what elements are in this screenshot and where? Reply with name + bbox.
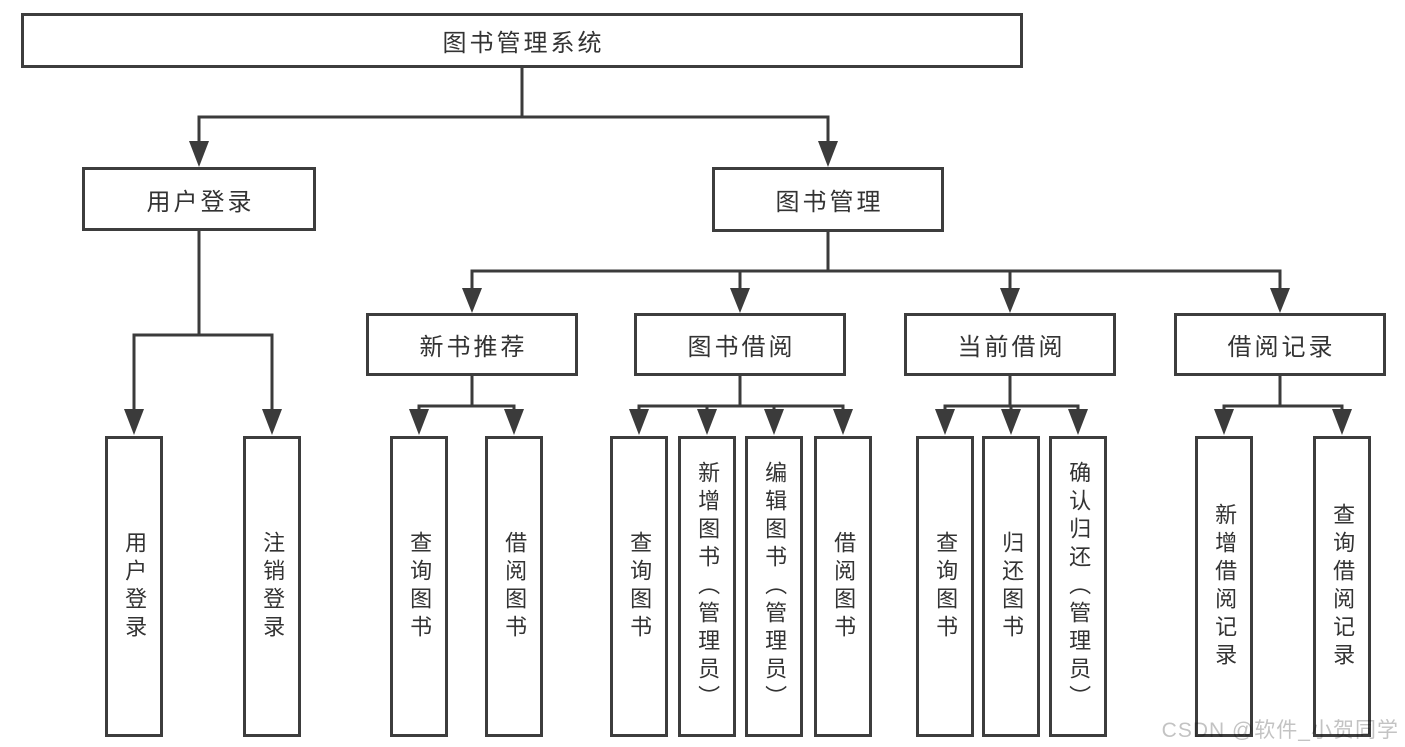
node-label: 查询图书: [627, 530, 653, 643]
leaf-confirm-return-admin: 确认归还（管理员）: [1049, 436, 1107, 737]
arrow-down-icon: [189, 141, 209, 167]
arrow-down-icon: [764, 409, 784, 435]
arrow-down-icon: [124, 409, 144, 435]
leaf-return-book: 归还图书: [982, 436, 1040, 737]
arrow-down-icon: [409, 409, 429, 435]
arrow-down-icon: [1001, 409, 1021, 435]
csdn-watermark: CSDN @软件_小贺同学: [1161, 719, 1399, 742]
leaf-add-borrow-record: 新增借阅记录: [1195, 436, 1253, 737]
leaf-logout: 注销登录: [243, 436, 301, 737]
node-label: 图书管理: [775, 189, 884, 216]
arrow-down-icon: [629, 409, 649, 435]
arrow-down-icon: [262, 409, 282, 435]
leaf-borrow-books-recommend: 借阅图书: [485, 436, 543, 737]
node-label: 注销登录: [260, 530, 286, 643]
arrow-down-icon: [1270, 288, 1290, 313]
node-label: 借阅图书: [831, 530, 857, 643]
arrow-down-icon: [1214, 409, 1234, 435]
node-book-borrowing: 图书借阅: [634, 313, 846, 376]
arrow-down-icon: [462, 288, 482, 313]
node-label: 归还图书: [999, 530, 1025, 643]
arrow-down-icon: [697, 409, 717, 435]
arrow-down-icon: [833, 409, 853, 435]
node-label: 编辑图书（管理员）: [762, 460, 788, 713]
node-label: 新增借阅记录: [1212, 502, 1238, 671]
node-label: 借阅记录: [1227, 334, 1336, 361]
node-new-book-recommend: 新书推荐: [366, 313, 578, 376]
node-label: 新增图书（管理员）: [695, 460, 721, 713]
node-label: 用户登录: [122, 530, 148, 643]
node-label: 确认归还（管理员）: [1066, 460, 1092, 713]
node-book-management: 图书管理: [712, 167, 944, 232]
node-label: 查询图书: [933, 530, 959, 643]
node-user-login: 用户登录: [82, 167, 316, 231]
arrow-down-icon: [1000, 288, 1020, 313]
node-label: 查询图书: [407, 530, 433, 643]
arrow-down-icon: [935, 409, 955, 435]
arrow-down-icon: [730, 288, 750, 313]
leaf-edit-book-admin: 编辑图书（管理员）: [745, 436, 803, 737]
leaf-borrow-books-borrowing: 借阅图书: [814, 436, 872, 737]
arrow-down-icon: [1332, 409, 1352, 435]
leaf-user-login: 用户登录: [105, 436, 163, 737]
arrowhead-icons: [124, 141, 1352, 435]
node-current-borrowing: 当前借阅: [904, 313, 1116, 376]
arrow-down-icon: [504, 409, 524, 435]
node-label: 新书推荐: [419, 334, 528, 361]
leaf-query-books-borrowing: 查询图书: [610, 436, 668, 737]
leaf-query-books-recommend: 查询图书: [390, 436, 448, 737]
node-borrowing-records: 借阅记录: [1174, 313, 1386, 376]
arrow-down-icon: [818, 141, 838, 167]
leaf-query-books-current: 查询图书: [916, 436, 974, 737]
leaf-query-borrow-record: 查询借阅记录: [1313, 436, 1371, 737]
node-label: 图书借阅: [687, 334, 796, 361]
arrow-down-icon: [1068, 409, 1088, 435]
node-label: 图书管理系统: [442, 30, 605, 57]
node-label: 当前借阅: [957, 334, 1066, 361]
node-label: 查询借阅记录: [1330, 502, 1356, 671]
node-label: 用户登录: [146, 188, 255, 216]
node-label: 借阅图书: [502, 530, 528, 643]
leaf-add-book-admin: 新增图书（管理员）: [678, 436, 736, 737]
node-system-root: 图书管理系统: [21, 13, 1023, 68]
